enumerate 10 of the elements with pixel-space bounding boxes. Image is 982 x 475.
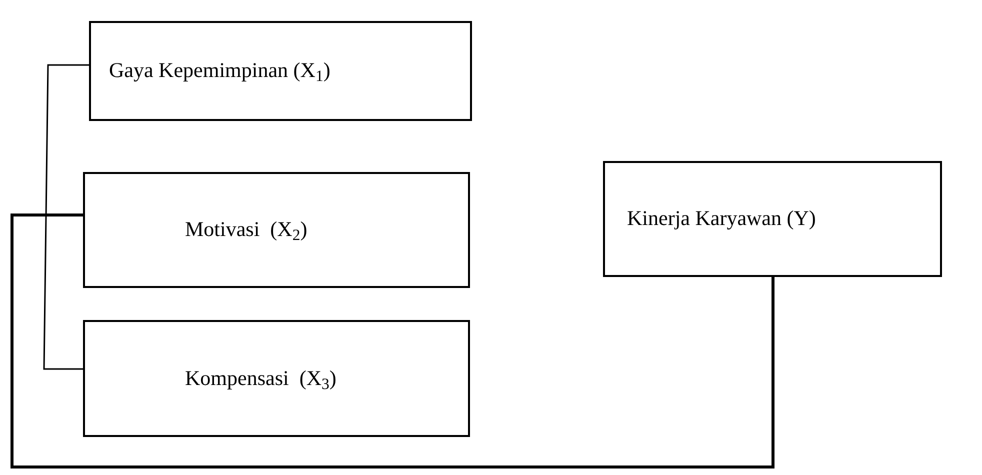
connector-line [43,64,89,370]
variable-box [603,161,942,277]
variable-label: Kompensasi (X$_{3}$) [185,364,336,394]
variable-box [83,172,470,288]
variable-label: Kinerja Karyawan (Y) [627,205,816,232]
variable-box [89,21,472,121]
variable-label: Motivasi (X$_{2}$) [185,216,308,246]
variable-box [83,320,470,437]
variable-label: Gaya Kepemimpinan (X$_{1}$) [109,57,330,87]
connector-line [10,214,774,468]
